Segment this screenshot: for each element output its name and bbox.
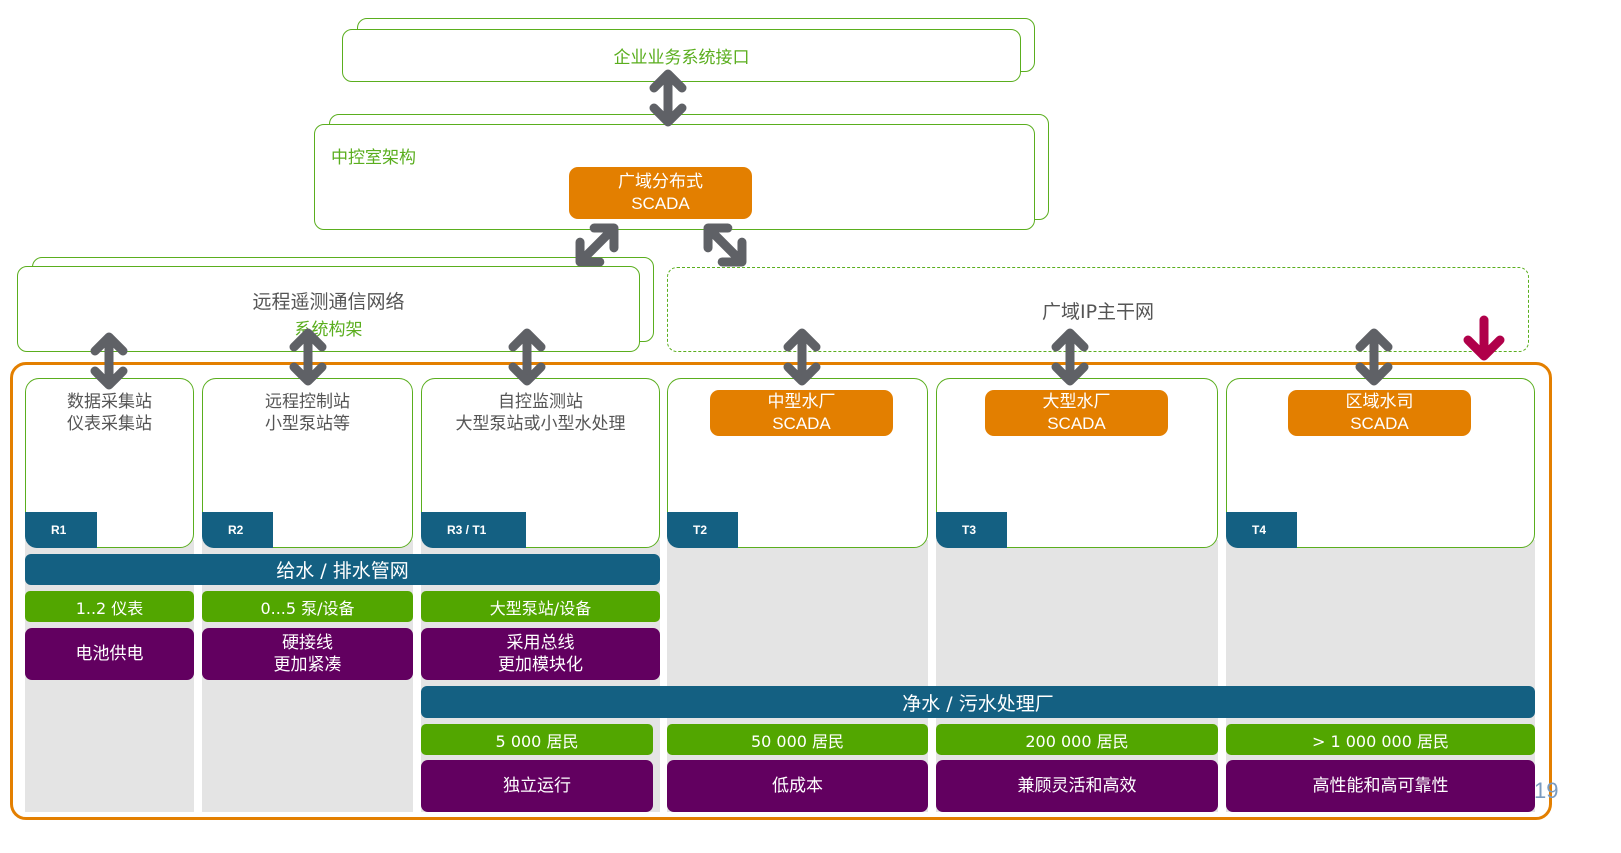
scada-t3-line1: 大型水厂 <box>1042 392 1111 412</box>
site-card-r1[interactable]: 数据采集站 仪表采集站 R1 <box>25 378 194 548</box>
scada-box-t2[interactable]: 中型水厂 SCADA <box>710 390 893 436</box>
site-card-r3-line2: 大型泵站或小型水处理 <box>455 414 626 434</box>
site-card-r2-text: 远程控制站 小型泵站等 <box>203 391 412 435</box>
enterprise-interface-box[interactable]: 企业业务系统接口 <box>342 29 1021 82</box>
plant-purple-t3: 兼顾灵活和高效 <box>936 760 1218 812</box>
pipe-network-green-r2: 0...5 泵/设备 <box>202 591 413 622</box>
site-card-r3-text: 自控监测站 大型泵站或小型水处理 <box>422 391 659 435</box>
ip-backbone-label: 广域IP主干网 <box>1041 301 1155 323</box>
arrow-scada-telemetry <box>570 218 624 272</box>
pipe-network-green-r3: 大型泵站/设备 <box>421 591 660 622</box>
purple-r2-line2: 更加紧凑 <box>273 655 342 675</box>
site-tag-t2: T2 <box>667 512 738 548</box>
pipe-network-purple-r3: 采用总线 更加模块化 <box>421 628 660 680</box>
site-tag-r3-t1: R3 / T1 <box>421 512 526 548</box>
plant-green-t2: 50 000 居民 <box>667 724 928 755</box>
purple-r3-line1: 采用总线 <box>506 633 575 653</box>
control-room-label: 中控室架构 <box>331 148 416 168</box>
plant-purple-r3: 独立运行 <box>421 760 653 812</box>
wide-area-scada-line1: 广域分布式 <box>618 172 703 192</box>
arrow-ip-t4 <box>1360 333 1388 381</box>
plant-purple-t2: 低成本 <box>667 760 928 812</box>
site-card-r3[interactable]: 自控监测站 大型泵站或小型水处理 R3 / T1 <box>421 378 660 548</box>
arrow-telemetry-r2 <box>294 333 322 381</box>
scada-t3-line2: SCADA <box>1047 414 1106 433</box>
plant-green-t4: > 1 000 000 居民 <box>1226 724 1535 755</box>
purple-r3-line2: 更加模块化 <box>498 655 583 675</box>
pipe-network-purple-r2: 硬接线 更加紧凑 <box>202 628 413 680</box>
wide-area-scada-line2: SCADA <box>631 194 690 213</box>
pipe-network-purple-r1: 电池供电 <box>25 628 194 680</box>
site-card-r1-text: 数据采集站 仪表采集站 <box>26 391 193 435</box>
scada-t4-line1: 区域水司 <box>1345 392 1414 412</box>
site-tag-t3: T3 <box>936 512 1007 548</box>
plant-bar: 净水 / 污水处理厂 <box>421 686 1535 718</box>
telemetry-network-title: 远程遥测通信网络 <box>252 291 405 313</box>
site-card-r3-line1: 自控监测站 <box>498 392 583 412</box>
site-card-r2-line1: 远程控制站 <box>265 392 350 412</box>
purple-r2-line1: 硬接线 <box>282 633 333 653</box>
plant-green-r3: 5 000 居民 <box>421 724 653 755</box>
pipe-network-bar: 给水 / 排水管网 <box>25 554 660 585</box>
arrow-ip-t2 <box>788 333 816 381</box>
purple-r1-line1: 电池供电 <box>75 644 144 664</box>
site-tag-t4: T4 <box>1226 512 1297 548</box>
telemetry-network-box[interactable]: 远程遥测通信网络 系统构架 <box>17 266 640 352</box>
page-number: 19 <box>1534 778 1559 803</box>
site-card-r2[interactable]: 远程控制站 小型泵站等 R2 <box>202 378 413 548</box>
plant-purple-t4: 高性能和高可靠性 <box>1226 760 1535 812</box>
field-sites-frame <box>10 362 1552 820</box>
arrow-telemetry-r1 <box>95 337 123 385</box>
arrow-ip-t3 <box>1056 333 1084 381</box>
scada-box-t4[interactable]: 区域水司 SCADA <box>1288 390 1471 436</box>
highlight-down-arrow <box>1463 315 1505 361</box>
arrow-enterprise-control <box>654 74 682 122</box>
pipe-network-green-r1: 1..2 仪表 <box>25 591 194 622</box>
site-tag-r2: R2 <box>202 512 273 548</box>
enterprise-interface-label: 企业业务系统接口 <box>613 48 750 68</box>
scada-t2-line1: 中型水厂 <box>767 392 836 412</box>
scada-box-t3[interactable]: 大型水厂 SCADA <box>985 390 1168 436</box>
plant-green-t3: 200 000 居民 <box>936 724 1218 755</box>
scada-t2-line2: SCADA <box>772 414 831 433</box>
arrow-telemetry-r3 <box>513 333 541 381</box>
site-card-r1-line2: 仪表采集站 <box>67 414 152 434</box>
site-tag-r1: R1 <box>25 512 97 548</box>
site-card-r1-line1: 数据采集站 <box>67 392 152 412</box>
site-card-r2-line2: 小型泵站等 <box>265 414 350 434</box>
arrow-scada-ip-backbone <box>698 218 752 272</box>
wide-area-scada-box[interactable]: 广域分布式 SCADA <box>569 167 752 219</box>
scada-t4-line2: SCADA <box>1350 414 1409 433</box>
